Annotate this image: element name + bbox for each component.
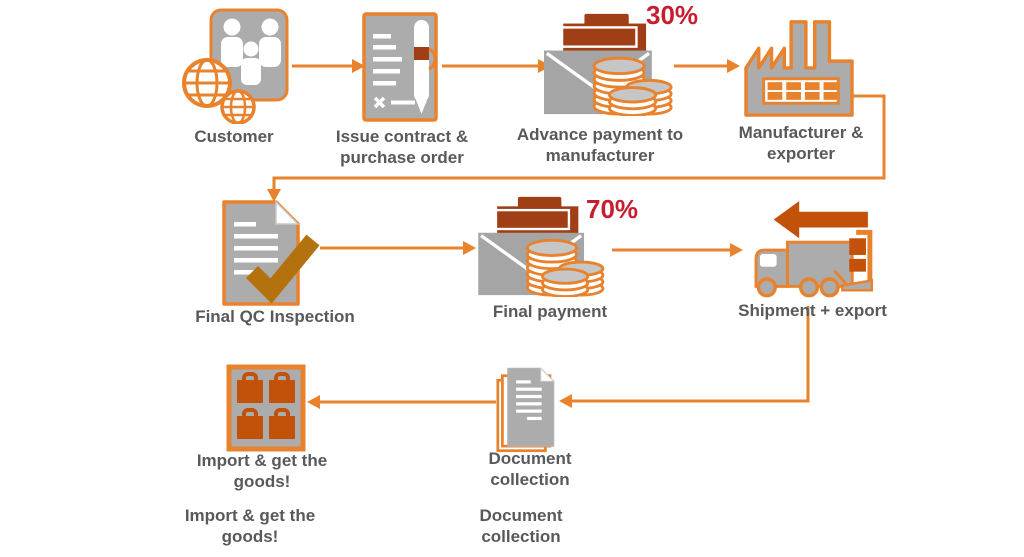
edge-qc-finalpayment [320,241,476,255]
final-payment-label: Final payment [492,302,608,321]
shipment-truck-icon [746,200,874,306]
shipment-label: Shipment + export [738,301,887,320]
edge-contract-advance [442,59,551,73]
final-percent-badge: 70% [586,194,639,224]
advance-percent-badge: 30% [646,0,699,30]
edge-customer-contract [292,59,365,73]
factory-icon [740,12,858,118]
qc-inspection-icon [220,198,322,308]
document-collection-duplicate-label: Document collection [479,506,563,546]
edge-finalpayment-shipment [612,243,743,257]
import-goods-duplicate-label: Import & get the goods! [184,506,316,546]
advance-payment-label: Advance payment to manufacturer [516,125,684,165]
document-collection-label: Document collection [488,449,572,489]
qc-inspection-label: Final QC Inspection [195,307,355,326]
import-goods-label: Import & get the goods! [196,451,328,491]
contract-label: Issue contract & purchase order [335,127,469,167]
edge-advance-manufacturer [674,59,740,73]
final-payment-icon [478,195,606,298]
customer-icon [180,8,290,125]
edge-documents-import [307,395,496,409]
import-goods-icon [226,364,306,452]
document-collection-icon [496,366,560,454]
manufacturer-label: Manufacturer & exporter [738,123,864,163]
customer-label: Customer [194,127,274,146]
contract-icon [362,12,438,122]
